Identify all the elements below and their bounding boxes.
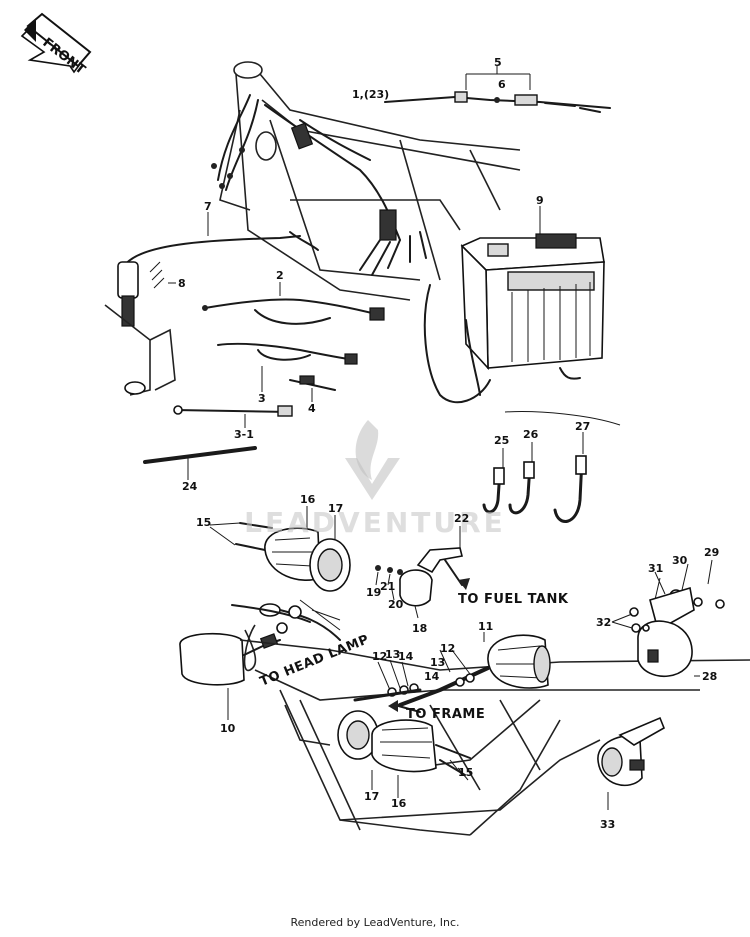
flasher-relay-assembly	[375, 526, 470, 619]
label-part-16-lower: 16	[391, 797, 407, 810]
label-part-33: 33	[600, 818, 615, 831]
label-part-14-right: 14	[424, 670, 440, 683]
label-part-28: 28	[702, 670, 717, 683]
label-part-12-right: 12	[440, 642, 455, 655]
hooks-25-26-27	[482, 411, 621, 523]
label-part-17-upper: 17	[328, 502, 343, 515]
label-part-13-right: 13	[430, 656, 445, 669]
label-part-16-upper: 16	[300, 493, 316, 506]
front-arrow-badge: FRONT	[20, 12, 92, 78]
horn-bracket-assembly	[611, 559, 725, 678]
label-part-2: 2	[276, 269, 284, 282]
label-part-20: 20	[388, 598, 404, 611]
label-part-6: 6	[498, 78, 506, 91]
front-mount-headlamp-lead	[231, 599, 341, 672]
main-frame-upper	[211, 61, 521, 301]
label-part-22: 22	[454, 512, 469, 525]
turn-signal-front	[209, 506, 351, 592]
horn-33	[597, 716, 666, 810]
part-5-6-cable	[384, 66, 611, 113]
label-part-4: 4	[308, 402, 316, 415]
battery-assembly	[423, 206, 605, 404]
label-part-32: 32	[596, 616, 611, 629]
label-part-13-left: 13	[385, 648, 400, 661]
label-part-1-23: 1,(23)	[352, 88, 389, 101]
label-part-7: 7	[204, 200, 212, 213]
label-part-10: 10	[220, 722, 236, 735]
label-part-24: 24	[182, 480, 198, 493]
label-part-19: 19	[366, 586, 381, 599]
label-part-29: 29	[704, 546, 719, 559]
label-part-17-lower: 17	[364, 790, 379, 803]
part-number-labels: 1,(23) 5 6 7 9 8 2 3 4 3-1 24 25 26 27 1…	[178, 56, 719, 831]
label-part-3-1: 3-1	[234, 428, 254, 441]
label-part-15-upper: 15	[196, 516, 211, 529]
label-part-25: 25	[494, 434, 509, 447]
label-part-15-lower: 15	[458, 766, 473, 779]
label-part-30: 30	[672, 554, 688, 567]
label-part-18: 18	[412, 622, 427, 635]
label-part-3: 3	[258, 392, 266, 405]
label-part-12-left: 12	[372, 650, 387, 663]
watermark-logo: LEADVENTURE	[244, 420, 506, 539]
label-part-26: 26	[523, 428, 539, 441]
label-part-11: 11	[478, 620, 493, 633]
footer-credit: Rendered by LeadVenture, Inc.	[290, 916, 460, 929]
wire-leads-group	[143, 282, 385, 480]
label-part-8: 8	[178, 277, 186, 290]
label-part-21: 21	[380, 580, 395, 593]
label-part-31: 31	[648, 562, 663, 575]
turn-signal-10	[179, 632, 281, 720]
watermark-text: LEADVENTURE	[244, 506, 506, 539]
turn-signal-rear-lower	[337, 710, 471, 798]
part-7-8-cable-spring	[104, 212, 319, 396]
label-part-9: 9	[536, 194, 544, 207]
callout-to-frame: TO FRAME	[406, 707, 485, 722]
callout-to-fuel-tank: TO FUEL TANK	[458, 592, 569, 607]
turn-signal-rear-11	[353, 632, 551, 713]
label-part-5: 5	[494, 56, 502, 69]
label-part-27: 27	[575, 420, 590, 433]
label-part-14-left: 14	[398, 650, 414, 663]
